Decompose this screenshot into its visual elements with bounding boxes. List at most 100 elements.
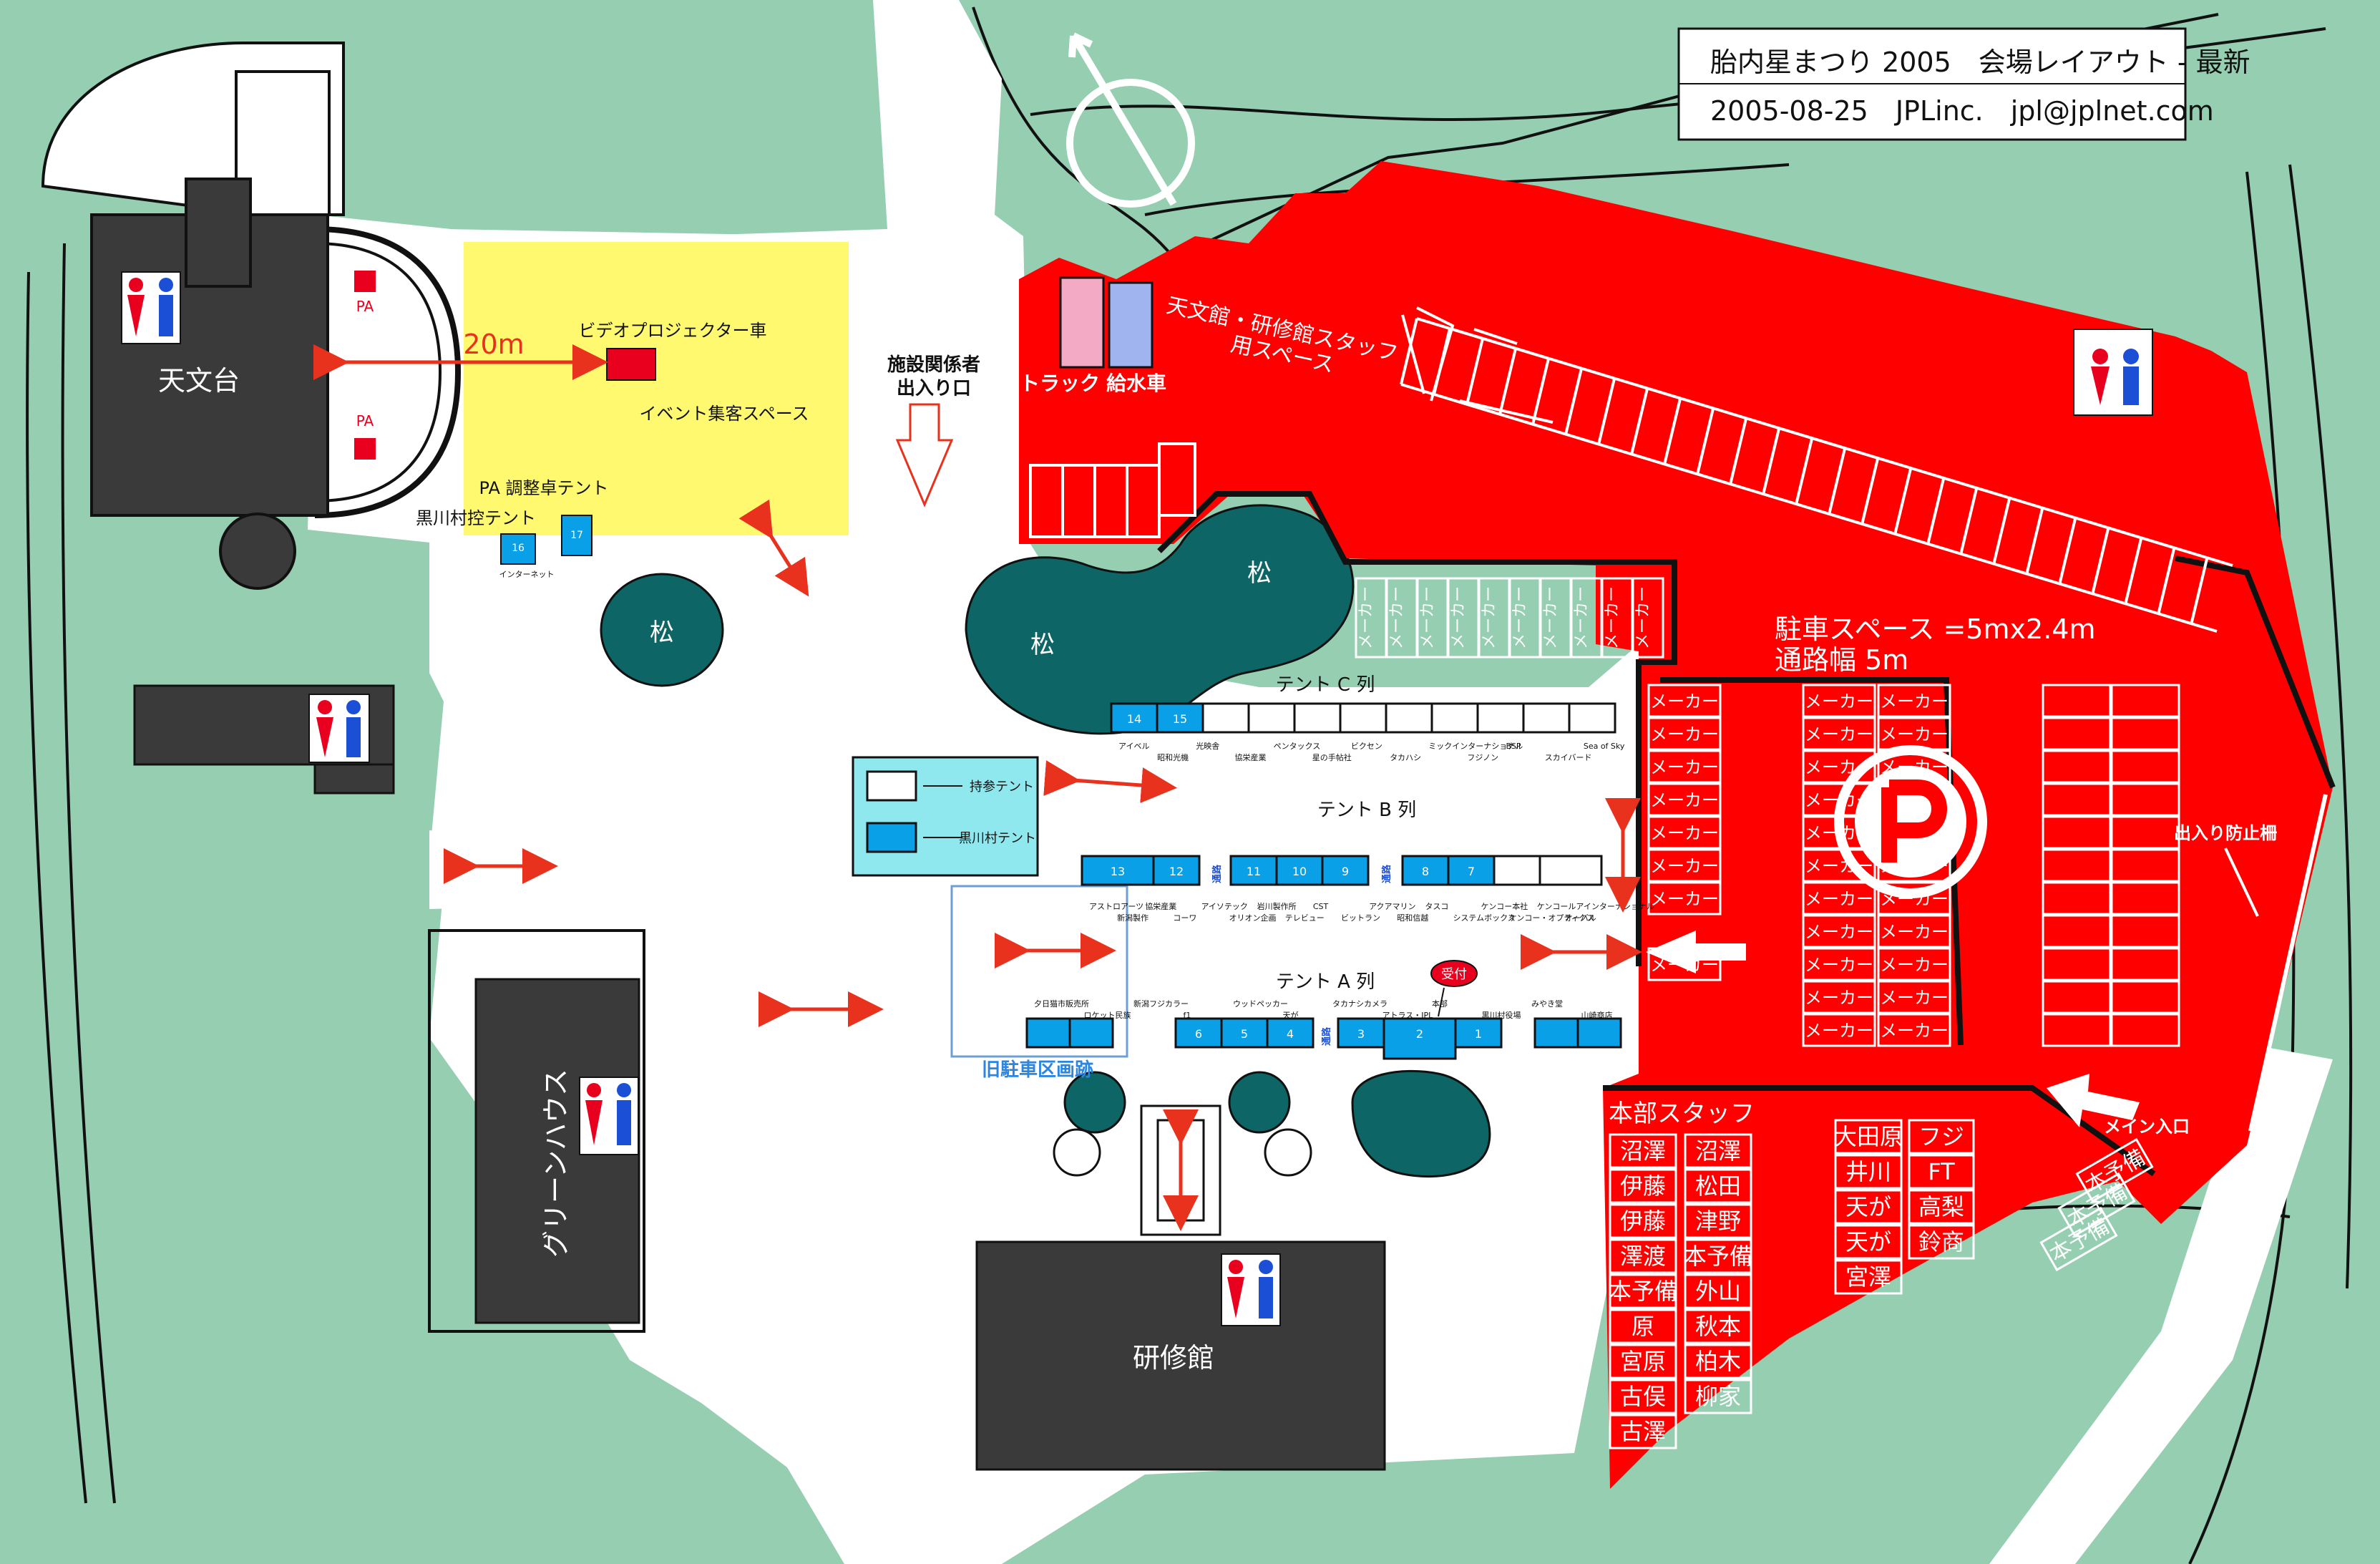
vendor-name: 本部 xyxy=(1432,999,1448,1009)
vendor-name: 岩川製作所 xyxy=(1257,901,1297,911)
training-hall-label: 研修館 xyxy=(1133,1342,1214,1374)
vendor-name: システムボックス xyxy=(1453,913,1515,923)
staff-slot-name: 天が xyxy=(1845,1228,1891,1255)
vendor-name: f1 xyxy=(1184,1011,1191,1020)
tent-16-number: 16 xyxy=(512,543,525,554)
staff-slot-box xyxy=(2039,1206,2118,1272)
staff-slot-name: 本予備 xyxy=(1609,1278,1677,1305)
vendor-name: コーワ xyxy=(1173,913,1196,923)
vendor-name: アイベル xyxy=(1118,742,1149,751)
parking-slot xyxy=(2042,684,2112,718)
pa-speaker-top xyxy=(354,271,376,292)
vendor-name: アクアマリン xyxy=(1369,902,1415,911)
fence-line xyxy=(2248,794,2328,1132)
parking-band-edge xyxy=(1416,317,2233,567)
staff-slot-name: 古澤 xyxy=(1620,1418,1666,1445)
staff-slot xyxy=(1684,1203,1752,1239)
tent-number: 13 xyxy=(1111,865,1125,878)
staff-slot-name: 沼澤 xyxy=(1695,1137,1741,1165)
maker-slot-label: メーカー xyxy=(1650,724,1719,744)
parking-slot-line xyxy=(1433,328,1451,395)
tent xyxy=(1247,702,1296,734)
maker-slot xyxy=(1802,980,1876,1014)
staff-slot-name: フジ xyxy=(1918,1123,1964,1150)
maker-slot-label: メーカー xyxy=(1450,586,1468,649)
distance-label: 20m xyxy=(463,329,524,360)
maker-slot-label: メーカー xyxy=(1805,1021,1873,1041)
water-truck-marker xyxy=(1108,281,1154,369)
tent-number: 14 xyxy=(1127,712,1141,726)
legend-kurokawa-swatch xyxy=(866,822,917,853)
parking-slot-line xyxy=(1531,358,1550,425)
maker-slot xyxy=(1802,684,1876,718)
maker-slot xyxy=(1632,577,1664,659)
parking-slots-diagonal xyxy=(1400,317,2233,633)
vendor-name: CST xyxy=(1313,902,1329,911)
parking-slot-line xyxy=(1959,488,1978,555)
parking-slot xyxy=(2042,717,2112,751)
tent-number: 8 xyxy=(1422,865,1429,878)
maker-slot-label: メーカー xyxy=(1650,856,1719,876)
vendor-name: ロケット民族 xyxy=(1084,1010,1131,1020)
maker-slot xyxy=(1647,749,1722,784)
maker-slot xyxy=(1802,1013,1876,1047)
vendor-name: テレビュー xyxy=(1285,913,1325,923)
hq-staff-label: 本部スタッフ xyxy=(1609,1099,1755,1128)
reception-pointer xyxy=(1438,987,1445,1017)
vendor-name: ケンコー・オプティクス xyxy=(1509,913,1595,923)
tent xyxy=(1266,1017,1315,1049)
parking-grid-east xyxy=(2042,684,2180,1047)
tent xyxy=(1533,1017,1579,1049)
truck-label: トラック xyxy=(1020,371,1100,395)
tent-16 xyxy=(500,533,536,565)
tent xyxy=(1538,855,1603,886)
vendor-name: ペンタックス xyxy=(1274,742,1321,751)
tent xyxy=(1476,702,1525,734)
pine-left-label: 松 xyxy=(650,618,674,647)
restroom-icon-east xyxy=(2073,329,2153,416)
parking-slot xyxy=(2110,749,2180,784)
maker-slot xyxy=(1647,848,1722,883)
staff-slot-name: 天が xyxy=(1845,1193,1891,1220)
staff-slot-name: 高梨 xyxy=(1918,1193,1964,1220)
pa-label-top: PA xyxy=(356,298,374,315)
maker-slot xyxy=(1877,881,1951,915)
pine-bottom xyxy=(1351,1069,1491,1178)
maker-slot-label: メーカー xyxy=(1573,586,1591,649)
pine-center-label-1: 松 xyxy=(1247,559,1272,588)
tent-number: 6 xyxy=(1195,1027,1202,1041)
parking-slot xyxy=(2110,881,2180,915)
observatory-label: 天文台 xyxy=(158,365,240,397)
tent xyxy=(1401,855,1450,886)
tent-number: 10 xyxy=(1292,865,1307,878)
parking-slot-line xyxy=(1762,428,1780,495)
kurokawa-tent-label: 黒川村控テント xyxy=(416,508,536,528)
internet-label: インターネット xyxy=(499,570,555,579)
tent-c-label: テント C 列 xyxy=(1276,674,1375,696)
title-box: 胎内星まつり 2005 会場レイアウト - 最新 2005-08-25 JPLi… xyxy=(1677,27,2250,141)
staff-slot xyxy=(1684,1308,1752,1344)
staff-slot-name: 本予備 xyxy=(1684,1243,1752,1270)
staff-slot-name: 柏木 xyxy=(1695,1348,1741,1375)
parking-slot-line xyxy=(1564,368,1583,435)
maker-slot-label: メーカー xyxy=(1481,586,1498,649)
tent xyxy=(1385,702,1433,734)
parking-slots-top xyxy=(1029,306,1554,538)
maker-slot xyxy=(1877,980,1951,1014)
vendor-name: みやき堂 xyxy=(1531,999,1563,1009)
maker-slot xyxy=(1802,749,1876,784)
vendor-name: アストロアーツ xyxy=(1089,902,1143,911)
tent-number: 12 xyxy=(1169,865,1184,878)
parking-slot-line xyxy=(2058,518,2077,586)
tent xyxy=(1156,702,1204,734)
parking-slot-line xyxy=(1465,338,1484,405)
vendor-name: ケンコー本社 xyxy=(1481,901,1528,911)
maker-slot-label: メーカー xyxy=(1604,586,1621,649)
vendor-name: Sea of Sky xyxy=(1584,742,1625,751)
vendor-name: 夕日猫市販売所 xyxy=(1034,999,1089,1009)
facility-entrance-arrow xyxy=(895,403,954,507)
tent xyxy=(1576,1017,1622,1049)
